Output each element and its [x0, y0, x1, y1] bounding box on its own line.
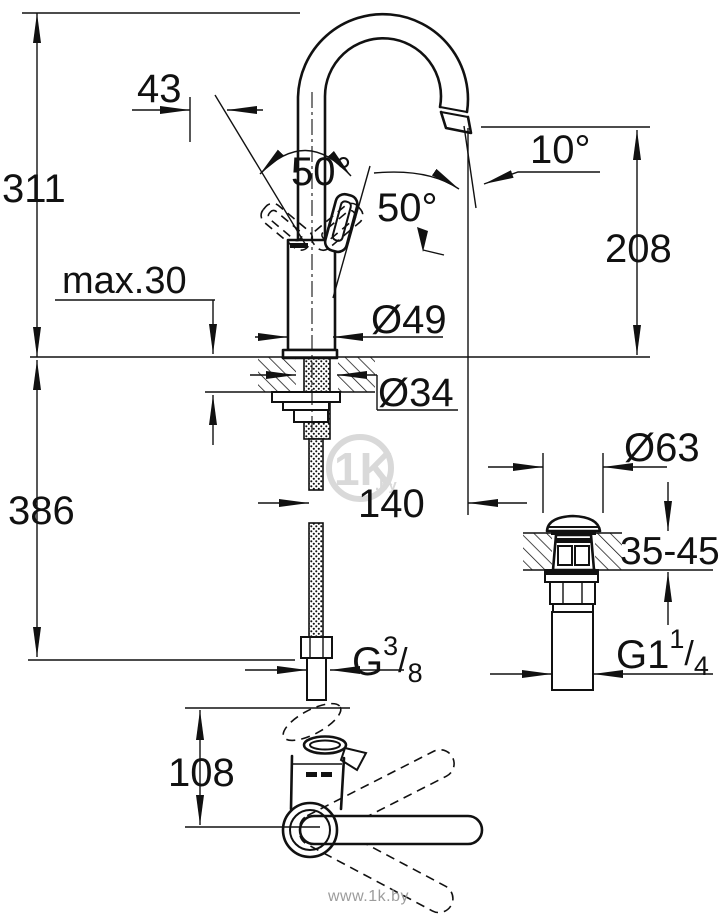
supply-thread-prefix: G	[352, 640, 383, 684]
spout-alt-position-dashed	[282, 702, 342, 742]
dim-top-view-depth: 108	[168, 751, 235, 795]
popup-waste	[544, 514, 602, 691]
front-view	[30, 12, 650, 701]
base-flange	[281, 348, 339, 360]
dim-body-diameter: Ø49	[371, 298, 447, 342]
supply-thread-sup: 3	[383, 631, 398, 661]
spout	[296, 12, 473, 242]
supply-connector	[300, 636, 333, 701]
dim-deck-thickness: max.30	[62, 260, 187, 302]
dimension-annotations: 311 386 43 50° 50° 10° 208 max.30 Ø49	[2, 12, 672, 688]
spout-top-inner	[309, 739, 341, 751]
dim-outflow-angle: 10°	[530, 128, 591, 172]
watermark-circle	[326, 434, 394, 502]
waste-thread-prefix: G1	[616, 633, 669, 677]
handle-position-right-dashed	[310, 202, 364, 251]
site-watermark: www.1k.by	[327, 888, 409, 905]
watermark-logo-suffix: .by	[375, 477, 397, 494]
lever-top-view	[298, 814, 484, 846]
mounting-hardware	[271, 391, 341, 423]
dim-basin-thickness: 35-45	[620, 530, 720, 573]
dim-spout-offset: 43	[137, 67, 182, 111]
body-circle-inner	[289, 809, 331, 851]
dim-swing-right: 50°	[377, 186, 438, 230]
dim-swing-left: 50°	[291, 150, 352, 194]
watermark-logo: 1K .by	[326, 434, 397, 502]
spout-bracket	[339, 746, 368, 772]
dim-outlet-height: 208	[605, 227, 672, 271]
watermark-logo-text: 1K	[334, 443, 393, 495]
waste-detail-view: Ø63 35-45 G11/4	[488, 426, 720, 691]
dim-hose-drop: 386	[8, 489, 75, 533]
dim-hole-diameter: Ø34	[378, 371, 454, 415]
basin-hatch-right	[595, 533, 622, 570]
waste-thread-slash: /	[684, 635, 694, 673]
waste-thread-sub: 4	[694, 651, 709, 681]
flex-hose-upper	[308, 438, 324, 491]
waste-thread-sup: 1	[669, 624, 684, 654]
dim-waste-thread: G11/4	[616, 624, 709, 681]
stream-line	[463, 125, 477, 209]
flex-hose-lower	[308, 522, 324, 638]
handle-base-shadow	[290, 243, 308, 248]
top-view: 108	[168, 702, 484, 914]
basin-hatch-left	[523, 533, 552, 570]
dim-total-height: 311	[2, 167, 66, 211]
body-circle-outer	[281, 801, 339, 859]
supply-thread-slash: /	[398, 642, 408, 680]
supply-thread-sub: 8	[408, 658, 423, 688]
dim-projection: 140	[358, 482, 425, 526]
handle-position-left-dashed	[260, 202, 314, 251]
dim-waste-cap-diameter: Ø63	[624, 426, 700, 470]
dim-supply-thread: G3/8	[352, 631, 423, 688]
